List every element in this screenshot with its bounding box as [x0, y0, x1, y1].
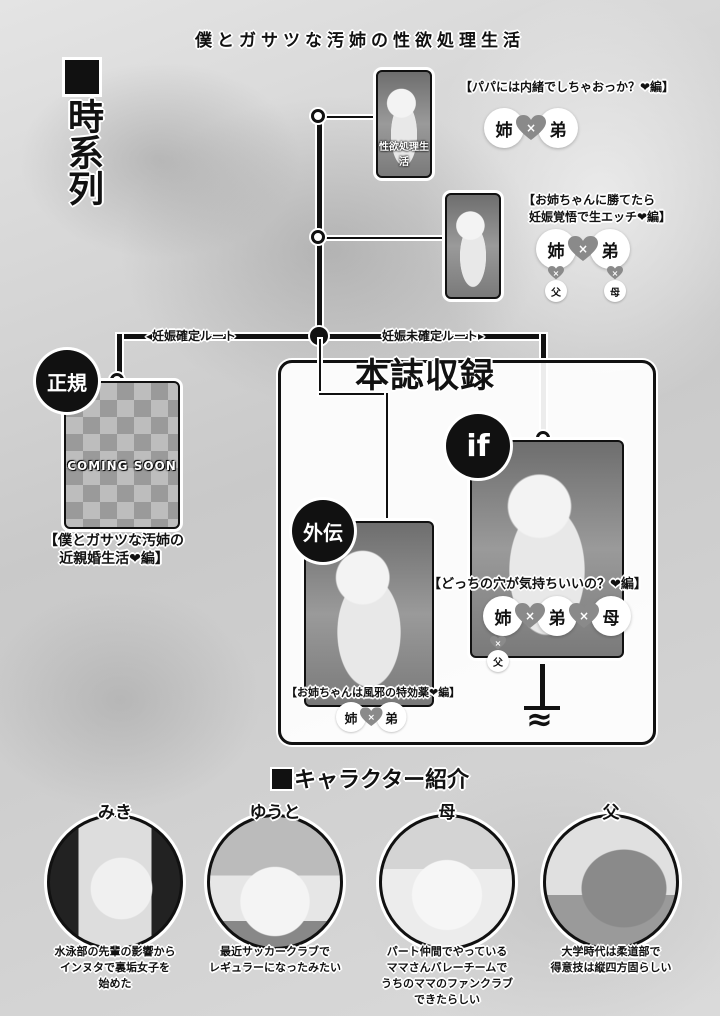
- coming-soon-label: COMING SOON: [67, 459, 177, 473]
- drop-official: [117, 334, 122, 378]
- heart-icon: ×: [360, 707, 383, 727]
- side-story-pairing: 姉 × 弟: [336, 702, 407, 732]
- arc2-title-line2: 妊娠覚悟で生エッチ❤編】: [529, 210, 672, 224]
- character-portrait: [207, 814, 343, 950]
- cover-arc1-caption: 性欲処理生活: [379, 142, 429, 168]
- collection-title: 本誌収録: [355, 356, 495, 396]
- arc2-subpair-mother: × 母: [604, 266, 626, 302]
- heading-square-icon: [272, 769, 292, 789]
- if-story-title: 【どっちの穴が気持ちいいの？❤編】: [428, 577, 647, 592]
- pairing-sister: 姉: [336, 702, 366, 732]
- heart-icon: ×: [515, 603, 545, 629]
- character-portrait: [543, 814, 679, 950]
- heart-icon: ×: [569, 603, 599, 629]
- character-heading: キャラクター紹介: [272, 762, 469, 794]
- pairing-brother: 弟: [376, 702, 407, 732]
- heart-icon: ×: [568, 236, 598, 262]
- drop-side-c: [386, 393, 388, 521]
- series-title: 僕とガサツな汚姉の性欲処理生活: [195, 31, 525, 51]
- branch-arc2: [320, 237, 445, 239]
- character-name: みき: [98, 803, 132, 823]
- character-portrait: [47, 814, 183, 950]
- timeline-node-arc1: [311, 109, 325, 123]
- mini-heart-icon: ×: [607, 266, 623, 280]
- character-heading-text: キャラクター紹介: [294, 768, 470, 793]
- official-title: 【僕とガサツな汚姉の 近親婚生活❤編】: [44, 533, 184, 567]
- if-subpair-father: × 父: [487, 636, 509, 672]
- character-card-mother: 母 パート仲間でやっている ママさんバレーチームで うちのママのファンクラブ で…: [362, 798, 532, 1008]
- pairing-mother: 母: [591, 596, 631, 636]
- character-portrait: [379, 814, 515, 950]
- mini-heart-icon: ×: [548, 266, 564, 280]
- route-label-pregnancy-unconfirmed: 妊娠未確定ルート▸: [382, 329, 485, 343]
- drop-side-b: [319, 393, 387, 395]
- pairing-brother: 弟: [590, 229, 630, 269]
- pairing-sister: 姉: [484, 108, 524, 148]
- character-name: 父: [602, 803, 620, 823]
- badge-if: if: [446, 414, 510, 478]
- if-continuation-line: [540, 664, 545, 710]
- badge-official: 正規: [36, 350, 98, 412]
- route-line-left: [117, 334, 319, 339]
- continuation-wave-icon: ≈: [526, 700, 553, 738]
- character-card-miki: みき 水泳部の先輩の影響から インヌタで裏垢女子を 始めた: [30, 798, 200, 992]
- if-story-pairing: 姉 × 弟 × 母: [483, 596, 631, 636]
- drop-side-a: [319, 339, 321, 395]
- character-name: 母: [438, 803, 456, 823]
- route-label-pregnancy-confirmed: ◂妊娠確定ルート: [146, 329, 237, 343]
- character-desc: 大学時代は柔道部で 得意技は縦四方固らしい: [550, 945, 672, 974]
- arc2-pairing: 姉 × 弟: [536, 229, 630, 269]
- pairing-sister: 姉: [483, 596, 523, 636]
- arc1-pairing: 姉 × 弟: [484, 108, 578, 148]
- timeline-node-arc2: [311, 230, 325, 244]
- arc2-title-line1: 【お姉ちゃんに勝てたら: [523, 193, 656, 207]
- mini-heart-icon: ×: [490, 636, 506, 650]
- arc2-subpair-father: × 父: [545, 266, 567, 302]
- route-line-right: [319, 334, 545, 339]
- branch-arc1: [320, 116, 375, 118]
- heading-square-icon: [65, 60, 99, 94]
- cover-arc1[interactable]: 性欲処理生活: [376, 70, 432, 178]
- arc1-title: 【パパには内緒でしちゃおっか？❤編】: [460, 80, 675, 94]
- timeline-heading-text: 時系列: [62, 98, 103, 206]
- character-desc: パート仲間でやっている ママさんバレーチームで うちのママのファンクラブ できた…: [381, 945, 513, 1006]
- character-card-yuuto: ゆうと 最近サッカークラブで レギュラーになったみたい: [190, 798, 360, 976]
- timeline-heading: 時系列: [62, 60, 103, 206]
- if-continuation-tick: [524, 706, 560, 710]
- arc2-title: 【お姉ちゃんに勝てたら 妊娠覚悟で生エッチ❤編】: [523, 192, 671, 226]
- pairing-sister: 姉: [536, 229, 576, 269]
- side-story-title: 【お姉ちゃんは風邪の特効薬❤編】: [286, 686, 461, 699]
- cover-arc2[interactable]: [445, 193, 501, 299]
- badge-side-story: 外伝: [292, 500, 354, 562]
- character-desc: 水泳部の先輩の影響から インヌタで裏垢女子を 始めた: [54, 945, 176, 990]
- heart-icon: ×: [516, 115, 546, 141]
- pairing-brother: 弟: [538, 108, 578, 148]
- trunk-line: [317, 116, 322, 338]
- cover-official-coming-soon[interactable]: COMING SOON: [64, 381, 180, 529]
- character-card-father: 父 大学時代は柔道部で 得意技は縦四方固らしい: [526, 798, 696, 976]
- character-name: ゆうと: [249, 803, 301, 823]
- character-desc: 最近サッカークラブで レギュラーになったみたい: [209, 945, 341, 974]
- pairing-brother: 弟: [537, 596, 577, 636]
